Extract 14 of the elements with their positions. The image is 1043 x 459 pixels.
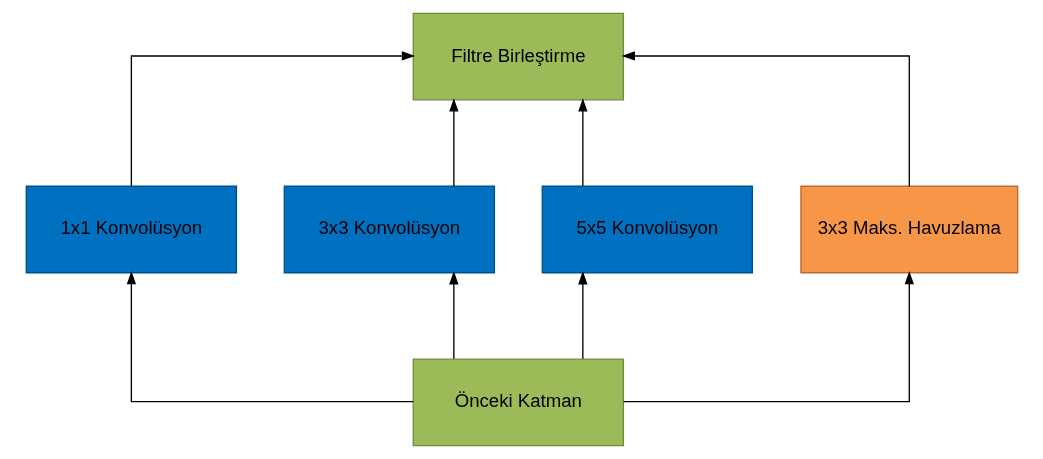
arrow	[622, 270, 914, 403]
arrow	[577, 271, 587, 360]
arrow	[130, 51, 415, 187]
node-box: 5x5 Konvolüsyon	[541, 185, 753, 274]
node-box: Önceki Katman	[412, 358, 624, 447]
node-box: 3x3 Konvolüsyon	[283, 185, 495, 274]
node-box: Filtre Birleştirme	[412, 12, 624, 101]
node-box: 3x3 Maks. Havuzlama	[799, 185, 1018, 274]
arrow	[577, 98, 587, 187]
arrow	[448, 98, 458, 187]
arrow	[621, 51, 910, 187]
arrow	[448, 271, 458, 360]
arrow	[126, 270, 414, 403]
node-box: 1x1 Konvolüsyon	[25, 185, 237, 274]
